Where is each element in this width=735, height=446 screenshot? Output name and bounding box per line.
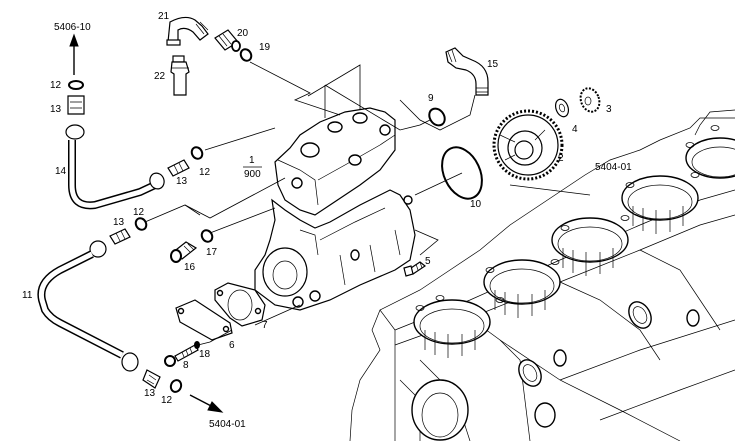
o-ring-12-top — [68, 80, 84, 90]
callout-12-lower: 12 — [133, 207, 145, 218]
callout-10: 10 — [470, 199, 482, 210]
block-boss — [411, 301, 700, 441]
pipe-14 — [65, 124, 165, 210]
callout-13-bottom: 13 — [144, 388, 156, 399]
fitting-13-bottom — [142, 369, 161, 389]
ref-5404-01-block-link[interactable]: 5404-01 — [595, 162, 632, 173]
bolt-5 — [403, 261, 427, 277]
callout-12-mid: 12 — [199, 167, 211, 178]
arrow-down-5404-01 — [189, 394, 224, 413]
elbow-fitting-21 — [166, 16, 209, 46]
callout-7: 7 — [262, 320, 268, 331]
elbow-fitting-15 — [445, 47, 489, 96]
o-ring-12-lower — [134, 217, 148, 231]
o-ring-12-mid — [190, 146, 204, 160]
nut-3 — [579, 87, 601, 113]
washer-18 — [194, 341, 200, 349]
ref-5406-10-link[interactable]: 5406-10 — [54, 22, 91, 33]
o-ring-9 — [428, 107, 446, 127]
bolt-8 — [164, 344, 199, 367]
callout-13-top: 13 — [50, 104, 62, 115]
leader-lines — [144, 61, 591, 346]
callout-8: 8 — [183, 360, 189, 371]
callout-13-lower: 13 — [113, 217, 125, 228]
callout-22: 22 — [154, 71, 166, 82]
callout-19: 19 — [259, 42, 271, 53]
callout-9: 9 — [428, 93, 434, 104]
cylinder-bore — [621, 175, 699, 234]
callout-5: 5 — [425, 256, 431, 267]
ref-5404-01-bottom-link[interactable]: 5404-01 — [209, 419, 246, 430]
fitting-13-mid — [167, 159, 190, 177]
callout-12-bottom: 12 — [161, 395, 173, 406]
callout-3: 3 — [606, 104, 612, 115]
cylinder-bore — [685, 137, 735, 179]
assembly-fraction-label: 1 900 — [243, 155, 262, 180]
air-compressor — [254, 107, 416, 311]
cylinder-bore — [483, 259, 561, 318]
callout-14: 14 — [55, 166, 67, 177]
fraction-denominator: 900 — [244, 169, 261, 180]
callout-4: 4 — [572, 124, 578, 135]
callout-17: 17 — [206, 247, 218, 258]
callout-2: 2 — [558, 153, 564, 164]
cylinder-bore — [413, 299, 491, 358]
fitting-13-lower — [109, 228, 131, 245]
callout-13-mid: 13 — [176, 176, 188, 187]
washer-4 — [554, 98, 570, 118]
callout-12-top: 12 — [50, 80, 62, 91]
callout-11: 11 — [22, 290, 33, 301]
callout-6: 6 — [229, 340, 235, 351]
fitting-13-top — [67, 95, 85, 115]
callout-18: 18 — [199, 349, 211, 360]
gear-2 — [492, 109, 564, 181]
callout-16: 16 — [184, 262, 196, 273]
bolt-holes — [415, 125, 720, 311]
flange-7 — [214, 282, 266, 327]
arrow-up-5406-10 — [69, 33, 79, 75]
fitting-22 — [170, 55, 190, 96]
callout-20: 20 — [237, 28, 249, 39]
engine-block — [349, 109, 735, 442]
plug-20 — [214, 29, 241, 52]
gasket-6 — [175, 299, 233, 341]
cylinder-bore — [551, 217, 629, 276]
callout-21: 21 — [158, 11, 170, 22]
fitting-16 — [170, 241, 198, 263]
fraction-numerator: 1 — [249, 155, 255, 166]
o-ring-12-bottom — [169, 379, 183, 393]
pipe-11 — [37, 240, 139, 372]
o-ring-19 — [239, 48, 253, 62]
callout-15: 15 — [487, 59, 499, 70]
o-ring-17 — [200, 229, 214, 243]
